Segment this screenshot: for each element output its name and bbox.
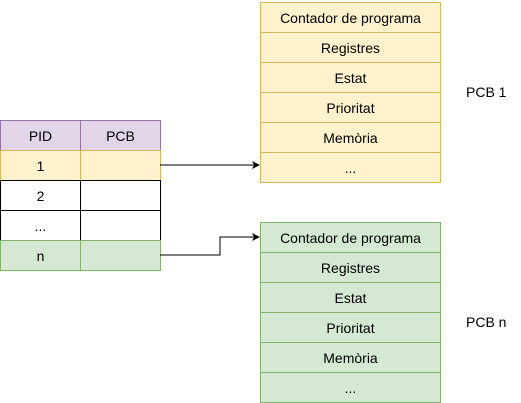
table-cell-pcb [80,180,161,211]
table-header-pid: PID [0,120,81,151]
pcb-field: Memòria [260,342,441,373]
pcb-field: Memòria [260,122,441,153]
pcb-field: Estat [260,62,441,93]
table-cell-pid: 2 [0,180,81,211]
table-cell-pcb [80,240,161,271]
table-cell-pcb [80,210,161,241]
pcb-field: Prioritat [260,92,441,123]
pcb-field: ... [260,372,441,403]
pcb-field: Contador de programa [260,222,441,253]
table-cell-pid: 1 [0,150,81,181]
table-cell-pid: ... [0,210,81,241]
table-header-pcb: PCB [80,120,161,151]
pcb-field: Contador de programa [260,2,441,33]
table-cell-pid: n [0,240,81,271]
pcb-field: Prioritat [260,312,441,343]
pcb-field: Estat [260,282,441,313]
pcb-field: Registres [260,252,441,283]
pcb-field: ... [260,152,441,183]
pcb-block-title: PCB n [466,314,507,330]
pcb-field: Registres [260,32,441,63]
pointer-arrow [160,233,260,256]
pcb-block-title: PCB 1 [466,84,507,100]
table-cell-pcb [80,150,161,181]
